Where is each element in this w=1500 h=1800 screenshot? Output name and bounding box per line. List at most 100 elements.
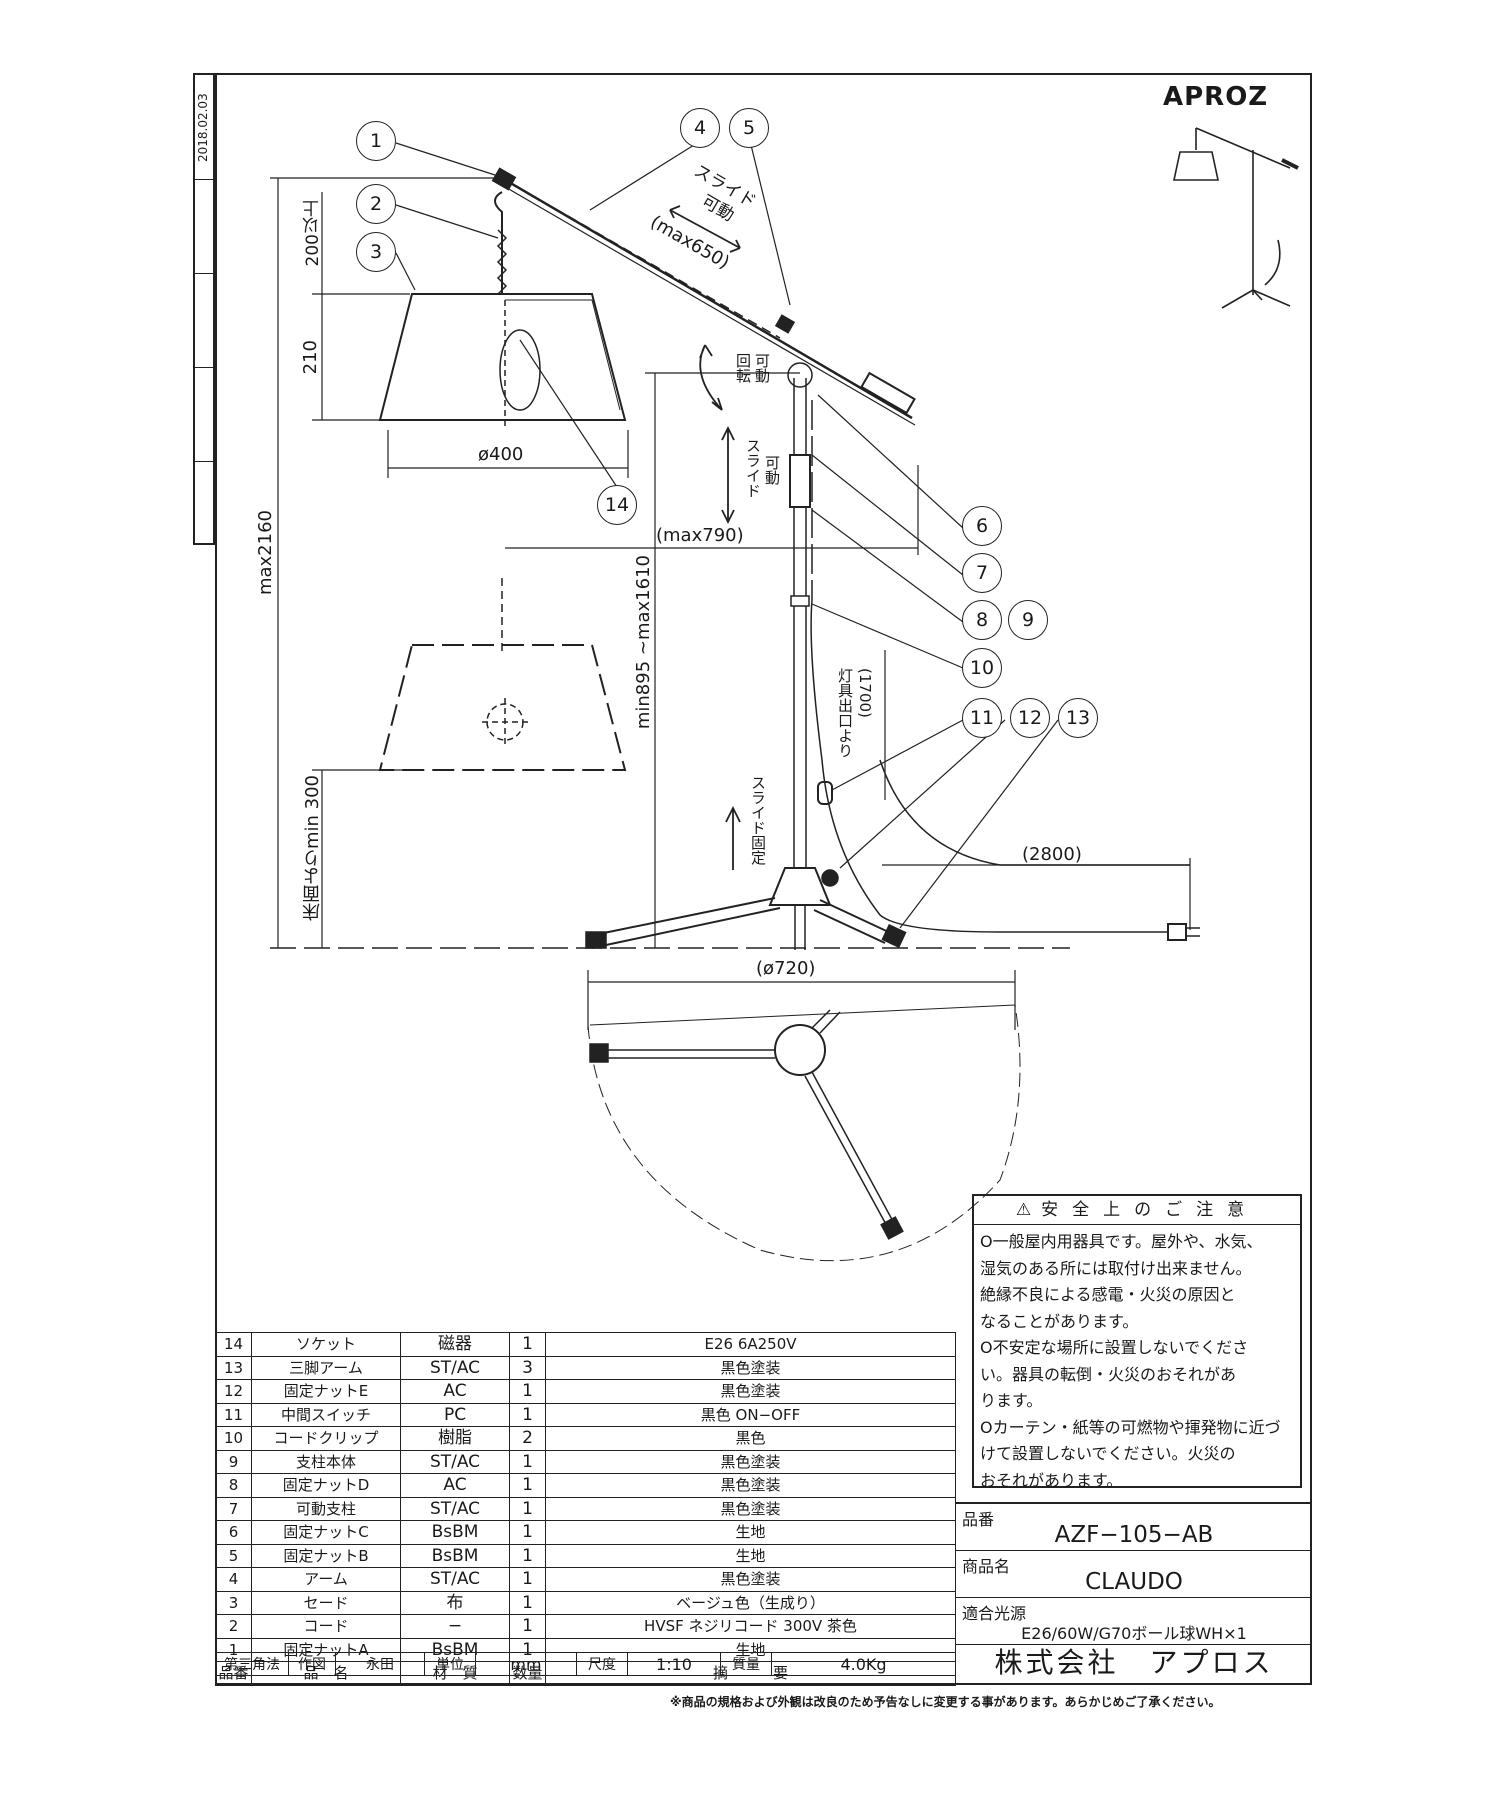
part-note: 黒色塗装 <box>545 1496 956 1521</box>
lamp-pole <box>787 362 813 880</box>
part-material: ST/AC <box>400 1567 510 1592</box>
callout-14: 14 <box>597 485 637 525</box>
part-name: 三脚アーム <box>251 1355 401 1380</box>
safety-line: 絶縁不良による感電・火災の原因と <box>980 1285 1236 1304</box>
part-qty: 1 <box>509 1543 546 1568</box>
part-name: 固定ナットE <box>251 1379 401 1404</box>
label-cord-1700: (1700) <box>856 668 874 718</box>
safety-line: O一般屋内用器具です。屋外や、水気、 <box>980 1232 1263 1251</box>
lampshade-lower-position <box>378 644 627 771</box>
callout-5: 5 <box>729 108 769 148</box>
part-material: 布 <box>400 1590 510 1615</box>
motion-arrows <box>669 205 741 870</box>
part-no: 13 <box>215 1355 252 1380</box>
part-material: − <box>400 1614 510 1639</box>
label-slide-fixed: スライド固定 <box>749 775 767 865</box>
part-qty: 1 <box>509 1614 546 1639</box>
part-qty: 3 <box>509 1355 546 1380</box>
label-reach-max: (max790) <box>656 525 744 546</box>
product-code: AZF−105−AB <box>1054 1522 1214 1548</box>
callout-11: 11 <box>962 698 1002 738</box>
footnote: ※商品の規格および外観は改良のため予告なしに変更する事があります。あらかじめご了… <box>670 1695 1221 1709</box>
part-material: 樹脂 <box>400 1426 510 1451</box>
part-qty: 1 <box>509 1473 546 1498</box>
scale: 1:10 <box>627 1652 721 1676</box>
callout-6: 6 <box>962 506 1002 546</box>
tripod-base <box>585 781 907 950</box>
safety-title: ⚠安全上のご注意 <box>974 1196 1300 1225</box>
part-note: 黒色塗装 <box>545 1355 956 1380</box>
part-material: PC <box>400 1402 510 1427</box>
safety-line: い。器具の転倒・火災のおそれがあ <box>980 1364 1237 1384</box>
part-name: コードクリップ <box>251 1426 401 1451</box>
part-no: 5 <box>215 1543 252 1568</box>
callout-3: 3 <box>356 232 396 272</box>
callout-13: 13 <box>1058 698 1098 738</box>
part-note: 生地 <box>545 1543 956 1568</box>
part-qty: 1 <box>509 1402 546 1427</box>
drawing-info-row: 第三角法 作図 永田 単位 mm 尺度 1:10 質量 4.0Kg <box>215 1652 956 1676</box>
label-cord-from-outlet: 灯具出口より <box>836 668 854 758</box>
part-name: 可動支柱 <box>251 1496 401 1521</box>
part-no: 14 <box>215 1332 252 1357</box>
label-height-max: max2160 <box>255 510 276 596</box>
part-note: E26 6A250V <box>545 1332 956 1357</box>
safety-line: けて設置しないでください。火災の <box>980 1444 1236 1463</box>
drawn-by: 永田 <box>335 1652 425 1676</box>
part-no: 3 <box>215 1590 252 1615</box>
part-no: 9 <box>215 1449 252 1474</box>
safety-line: なることがあります。 <box>980 1311 1139 1331</box>
dimension-lines <box>270 177 1191 1030</box>
lamp-arm <box>491 167 916 426</box>
safety-line: Oカーテン・紙等の可燃物や揮発物に近づ <box>980 1417 1281 1437</box>
safety-line: ります。 <box>980 1391 1043 1410</box>
safety-line: 湿気のある所には取付け出来ません。 <box>980 1258 1252 1278</box>
label-base-diameter: (ø720) <box>756 958 816 979</box>
callout-leaders <box>395 142 1059 929</box>
base-top-view <box>587 1004 1021 1262</box>
power-cord <box>810 599 1200 941</box>
light-source: E26/60W/G70ボール球WH×1 <box>1021 1624 1247 1643</box>
brand-logo: APROZ <box>1163 82 1269 112</box>
part-material: AC <box>400 1379 510 1404</box>
part-note: 黒色塗装 <box>545 1473 956 1498</box>
part-qty: 1 <box>509 1496 546 1521</box>
part-note: HVSF ネジリコード 300V 茶色 <box>545 1614 956 1639</box>
label-rotate-movable: 可動 <box>753 353 771 383</box>
part-note: 生地 <box>545 1520 956 1545</box>
label-rotate: 回転 <box>734 353 752 383</box>
part-no: 8 <box>215 1473 252 1498</box>
label-min-200: 200以上 <box>303 200 323 267</box>
lampshade-upper <box>378 293 627 430</box>
part-qty: 1 <box>509 1520 546 1545</box>
part-note: 黒色塗装 <box>545 1379 956 1404</box>
callout-12: 12 <box>1010 698 1050 738</box>
part-qty: 1 <box>509 1332 546 1357</box>
part-material: ST/AC <box>400 1355 510 1380</box>
safety-line: O不安定な場所に設置しないでくださ <box>980 1338 1249 1357</box>
part-qty: 1 <box>509 1379 546 1404</box>
part-no: 12 <box>215 1379 252 1404</box>
part-no: 10 <box>215 1426 252 1451</box>
part-name: 固定ナットB <box>251 1543 401 1568</box>
drawn-label: 作図 <box>288 1652 336 1676</box>
part-note: 黒色 ON−OFF <box>545 1402 956 1427</box>
callout-4: 4 <box>680 108 720 148</box>
projection: 第三角法 <box>215 1652 289 1676</box>
label-shade-diameter: ø400 <box>478 444 524 465</box>
part-material: BsBM <box>400 1520 510 1545</box>
part-name: コード <box>251 1614 401 1639</box>
scale-label: 尺度 <box>576 1652 628 1676</box>
part-material: ST/AC <box>400 1496 510 1521</box>
